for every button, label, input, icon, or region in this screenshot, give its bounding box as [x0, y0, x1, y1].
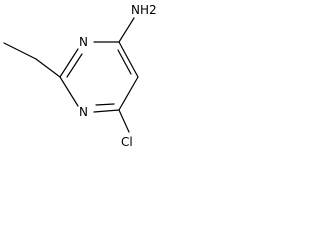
bond-c6-cl — [118, 109, 130, 133]
bond-c5-c6 — [118, 76, 139, 111]
chloro-label: Cl — [121, 135, 133, 149]
bond-methylene-c2 — [35, 58, 61, 78]
bond-c4-c5-double — [117, 49, 132, 75]
bond-c4-c5 — [118, 41, 139, 78]
bond-methyl-methylene — [3, 42, 37, 60]
ring-nitrogen-top-label: N — [79, 35, 88, 49]
bond-c2-n3 — [59, 48, 79, 78]
bond-c6-n1-double — [95, 103, 115, 106]
bond-n1-c2 — [59, 76, 79, 107]
bond-c2-n3-double — [66, 53, 83, 78]
amine-label: NH2 — [131, 3, 157, 17]
ring-nitrogen-bottom-label: N — [79, 105, 88, 119]
molecule-structure: NH2 N N Cl — [3, 3, 157, 149]
bond-c4-nh2 — [118, 17, 135, 43]
bond-c6-n1 — [93, 109, 120, 113]
